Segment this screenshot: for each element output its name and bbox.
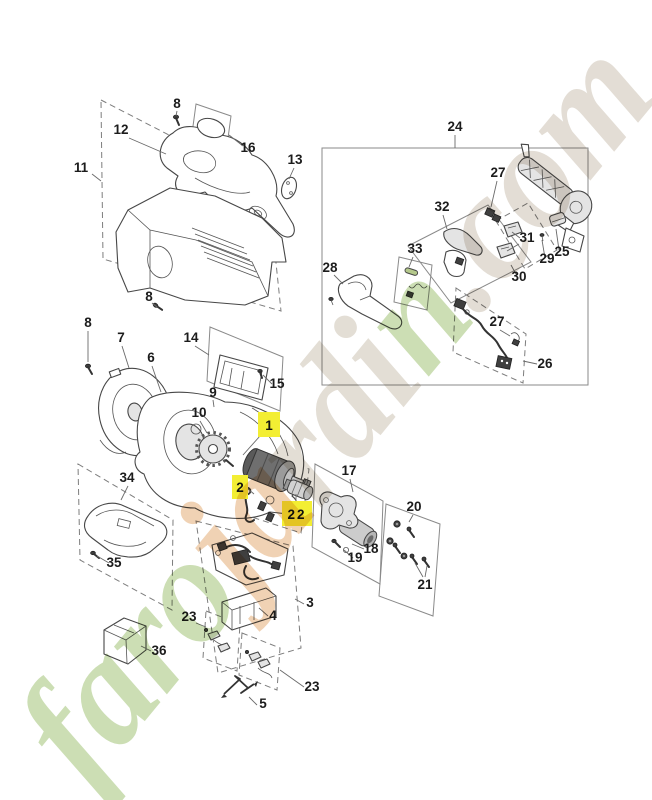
highlighted-labels: 1 2 22 (232, 412, 312, 526)
part-clamp-27a (484, 207, 502, 223)
part-label-8a: 8 (173, 96, 181, 111)
part-screw-8b (152, 302, 164, 311)
group-box-3 (195, 520, 302, 674)
group-box-33 (393, 256, 433, 311)
part-label-30: 30 (511, 269, 526, 284)
group-box-34 (77, 463, 174, 611)
part-label-27a: 27 (490, 165, 505, 180)
part-label-14: 14 (183, 330, 199, 345)
part-screw-29 (539, 233, 545, 242)
part-label-17: 17 (341, 463, 356, 478)
part-label-28: 28 (322, 260, 338, 275)
part-screw-35 (90, 550, 100, 559)
part-wiring-harness-26 (453, 297, 521, 370)
part-label-12: 12 (113, 122, 128, 137)
part-label-26: 26 (537, 356, 553, 371)
part-gearbox-17 (319, 491, 378, 548)
part-label-8b: 8 (145, 289, 153, 304)
part-label-13: 13 (287, 152, 303, 167)
part-cover-13 (280, 176, 298, 200)
part-knob-25 (549, 212, 567, 227)
part-washer-18 (342, 547, 349, 554)
part-pin-spring-33 (404, 267, 428, 299)
part-label-25: 25 (554, 244, 570, 259)
part-throttle-trigger (443, 227, 483, 278)
part-gasket-16 (196, 117, 226, 139)
part-lockout-lever-28 (328, 274, 403, 330)
highlight-box-22[interactable] (282, 501, 312, 526)
leader-lines (87, 110, 560, 706)
part-lower-handle-housing (115, 187, 287, 306)
part-battery-cover-34 (83, 502, 168, 558)
highlight-label-2[interactable]: 2 (236, 480, 244, 495)
part-label-6: 6 (147, 350, 155, 365)
part-knobs-31 (496, 221, 523, 259)
highlight-box-1[interactable] (258, 412, 280, 437)
part-label-29: 29 (539, 251, 554, 266)
part-tray-4 (221, 587, 277, 631)
part-filter-cover-14 (213, 354, 269, 401)
part-clips-23b (244, 650, 273, 679)
part-label-15: 15 (269, 376, 285, 391)
part-label-3: 3 (306, 595, 314, 610)
part-label-27b: 27 (489, 314, 504, 329)
part-coupler-22 (282, 478, 314, 501)
group-box-14 (206, 326, 284, 412)
part-label-20: 20 (406, 499, 421, 514)
highlight-label-1[interactable]: 1 (265, 418, 273, 433)
highlight-box-2[interactable] (232, 475, 248, 499)
group-box-1 (232, 446, 310, 534)
part-label-23a: 23 (181, 609, 197, 624)
part-label-19: 19 (347, 550, 362, 565)
part-housing-36 (103, 617, 147, 665)
part-screw-15 (257, 368, 263, 379)
part-rear-handle (517, 143, 593, 253)
group-box-32 (407, 204, 532, 304)
part-label-7: 7 (117, 330, 125, 345)
group-box-26 (452, 287, 527, 384)
part-label-8c: 8 (84, 315, 92, 330)
group-box-23b (238, 632, 281, 691)
part-screw-8c (85, 363, 93, 375)
part-label-10: 10 (191, 405, 206, 420)
part-label-16: 16 (240, 140, 256, 155)
part-label-36: 36 (151, 643, 167, 658)
part-label-4: 4 (269, 608, 277, 623)
part-rotor-10 (190, 423, 234, 467)
part-label-31: 31 (519, 230, 535, 245)
part-screw-8a (172, 114, 180, 126)
part-label-24: 24 (447, 119, 463, 134)
watermark: farojardin.com (0, 8, 652, 800)
part-label-21: 21 (417, 577, 433, 592)
part-screw-19 (331, 538, 341, 548)
part-clips-23a (203, 628, 231, 653)
svg-text:farojardin.com: farojardin.com (0, 8, 652, 800)
part-label-23b: 23 (304, 679, 320, 694)
group-box-20 (378, 503, 441, 617)
highlight-label-22[interactable]: 22 (287, 507, 306, 522)
part-label-5: 5 (259, 696, 267, 711)
part-label-18: 18 (363, 541, 379, 556)
part-label-32: 32 (434, 199, 449, 214)
group-boxes (77, 99, 589, 691)
part-switch-wiring-3 (211, 532, 289, 586)
part-label-35: 35 (106, 555, 122, 570)
group-box-30 (495, 202, 558, 270)
part-label-9: 9 (209, 385, 217, 400)
part-fastener-set-20 (386, 520, 430, 568)
part-wire-clip-5 (221, 675, 258, 698)
part-label-11: 11 (74, 160, 89, 175)
part-label-33: 33 (407, 241, 423, 256)
part-label-34: 34 (119, 470, 135, 485)
